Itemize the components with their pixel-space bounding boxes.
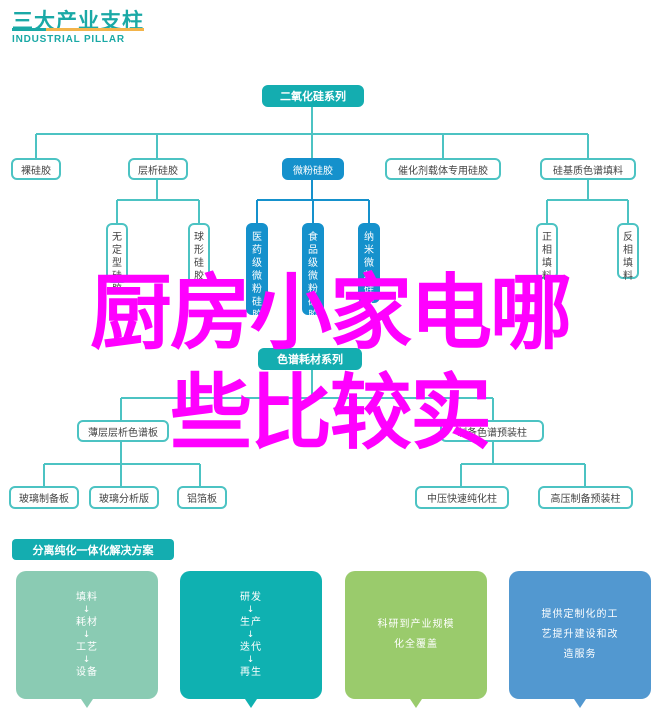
vertical-char: 相 xyxy=(623,245,633,256)
vertical-char: 料 xyxy=(623,271,633,282)
vertical-char: 粉 xyxy=(364,271,374,282)
vertical-char: 级 xyxy=(252,258,262,269)
vertical-char: 粉 xyxy=(308,284,318,295)
card-text-line: 艺提升建设和改 xyxy=(541,629,619,640)
tree1-leaf-pharma-silica[interactable]: 医药级微粉硅胶 xyxy=(246,223,268,321)
vertical-char: 胶 xyxy=(252,310,262,321)
tree2-leaf-mp-flash-column[interactable]: 中压快速纯化柱 xyxy=(415,486,509,509)
vertical-char: 微 xyxy=(252,271,262,282)
tree1-leaf-normal-phase[interactable]: 正相填料 xyxy=(536,223,558,282)
solutions-title: 分离纯化一体化解决方案 xyxy=(12,539,174,560)
vertical-char: 胶 xyxy=(112,284,122,295)
vertical-char: 硅 xyxy=(194,258,204,269)
vertical-char: 医 xyxy=(252,232,262,243)
card-step: 迭代 xyxy=(240,642,262,653)
tree1-leaf-amorphous-silica[interactable]: 无定型硅胶 xyxy=(106,223,128,295)
overlay-headline-line2: 些比较实 xyxy=(169,366,492,461)
arrow-down-icon: ↓ xyxy=(246,655,256,665)
card-step: 工艺 xyxy=(76,642,98,653)
vertical-char: 米 xyxy=(364,245,374,256)
tree1-node-micro-silica[interactable]: 微粉硅胶 xyxy=(282,158,344,180)
tree1-node-catalyst-silica[interactable]: 催化剂载体专用硅胶 xyxy=(385,158,501,180)
vertical-char: 料 xyxy=(542,271,552,282)
solution-card-lifecycle[interactable]: 研发 ↓ 生产 ↓ 迭代 ↓ 再生 xyxy=(180,571,322,708)
solution-card-supply-chain[interactable]: 填料 ↓ 耗材 ↓ 工艺 ↓ 设备 xyxy=(16,571,158,708)
vertical-char: 型 xyxy=(112,258,122,269)
vertical-char: 硅 xyxy=(364,284,374,295)
vertical-char: 胶 xyxy=(194,271,204,282)
card-step: 设备 xyxy=(76,667,98,678)
arrow-down-icon: ↓ xyxy=(82,630,92,640)
card-step: 生产 xyxy=(240,617,262,628)
vertical-char: 无 xyxy=(112,232,122,243)
vertical-char: 球 xyxy=(194,232,204,243)
tree2-root-node[interactable]: 色谱耗材系列 xyxy=(258,348,362,370)
tree1-leaf-food-silica[interactable]: 食品级微粉硅胶 xyxy=(302,223,324,321)
vertical-char: 级 xyxy=(308,258,318,269)
vertical-char: 微 xyxy=(364,258,374,269)
vertical-char: 粉 xyxy=(252,284,262,295)
vertical-char: 相 xyxy=(542,245,552,256)
tree1-leaf-reverse-phase[interactable]: 反相填料 xyxy=(617,223,639,282)
solution-card-custom-service[interactable]: 提供定制化的工 艺提升建设和改 造服务 xyxy=(509,571,651,708)
vertical-char: 纳 xyxy=(364,232,374,243)
vertical-char: 形 xyxy=(194,245,204,256)
vertical-char: 硅 xyxy=(252,297,262,308)
vertical-char: 食 xyxy=(308,232,318,243)
arrow-down-icon: ↓ xyxy=(246,630,256,640)
vertical-char: 胶 xyxy=(364,297,374,308)
overlay-headline-line1: 厨房小家电哪 xyxy=(89,266,572,361)
card-step: 耗材 xyxy=(76,617,98,628)
vertical-char: 品 xyxy=(308,245,318,256)
card-text-line: 科研到产业规模 xyxy=(377,619,455,630)
arrow-down-icon: ↓ xyxy=(82,605,92,615)
tree1-leaf-spherical-silica[interactable]: 球形硅胶 xyxy=(188,223,210,285)
vertical-char: 填 xyxy=(623,258,633,269)
vertical-char: 胶 xyxy=(308,310,318,321)
card-text-line: 提供定制化的工 xyxy=(541,609,619,620)
header-subtitle: INDUSTRIAL PILLAR xyxy=(12,34,125,45)
vertical-char: 硅 xyxy=(112,271,122,282)
tree1-root-node[interactable]: 二氧化硅系列 xyxy=(262,85,364,107)
card-text-line: 化全覆盖 xyxy=(394,639,438,650)
tree2-leaf-glass-prep-plate[interactable]: 玻璃制备板 xyxy=(9,486,79,509)
arrow-down-icon: ↓ xyxy=(246,605,256,615)
card-step: 再生 xyxy=(240,667,262,678)
vertical-char: 正 xyxy=(542,232,552,243)
tree1-node-bare-silica[interactable]: 裸硅胶 xyxy=(11,158,61,180)
solution-card-coverage[interactable]: 科研到产业规模 化全覆盖 xyxy=(345,571,487,708)
vertical-char: 硅 xyxy=(308,297,318,308)
tree1-node-silica-packing[interactable]: 硅基质色谱填料 xyxy=(540,158,636,180)
tree2-leaf-glass-analytical-plate[interactable]: 玻璃分析版 xyxy=(89,486,159,509)
header-underline-teal xyxy=(12,28,46,31)
vertical-char: 反 xyxy=(623,232,633,243)
tree2-leaf-hp-prep-column[interactable]: 高压制备预装柱 xyxy=(538,486,633,509)
tree1-leaf-nano-silica[interactable]: 纳米微粉硅胶 xyxy=(358,223,380,308)
arrow-down-icon: ↓ xyxy=(82,655,92,665)
header-underline-orange xyxy=(46,28,144,31)
vertical-char: 微 xyxy=(308,271,318,282)
card-text-line: 造服务 xyxy=(563,649,597,660)
tree1-node-chromatography-silica[interactable]: 层析硅胶 xyxy=(128,158,188,180)
vertical-char: 药 xyxy=(252,245,262,256)
tree2-node-prep-column[interactable]: 制备色谱预装柱 xyxy=(440,420,544,442)
vertical-char: 定 xyxy=(112,245,122,256)
tree2-node-tlc-plate[interactable]: 薄层层析色谱板 xyxy=(77,420,169,442)
card-step: 研发 xyxy=(240,592,262,603)
tree2-leaf-foil-plate[interactable]: 铝箔板 xyxy=(177,486,227,509)
card-step: 填料 xyxy=(76,592,98,603)
vertical-char: 填 xyxy=(542,258,552,269)
